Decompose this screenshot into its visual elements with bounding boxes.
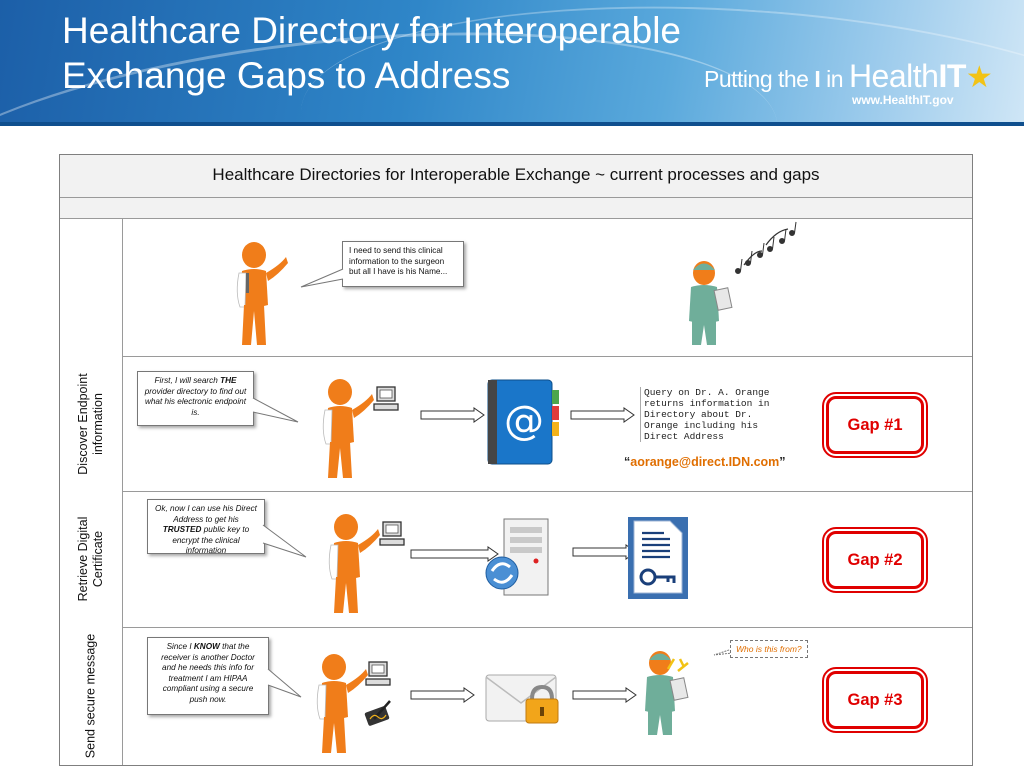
- direct-address: “aorange@direct.IDN.com”: [624, 455, 786, 469]
- person-icon: [316, 654, 368, 753]
- music-notes-icon: [735, 221, 797, 274]
- speech-bubble: I need to send this clinical information…: [342, 241, 464, 287]
- person-icon: [236, 242, 288, 345]
- speech-bubble-question: Who is this from?: [730, 640, 808, 658]
- arrow-icon: [410, 687, 475, 703]
- gap-badge: Gap #3: [822, 667, 928, 733]
- gap-badge: Gap #2: [822, 527, 928, 593]
- lane-label: [60, 219, 123, 356]
- lane-intro: I need to send this clinical information…: [60, 219, 972, 357]
- logo-mid: in: [820, 66, 849, 92]
- lane-send-message: Send secure message Since I KNOW that th…: [60, 627, 972, 765]
- star-icon: ★: [965, 61, 993, 94]
- callout-tail: [267, 668, 302, 698]
- arrow-icon: [420, 407, 485, 423]
- banner-divider: [0, 122, 1024, 126]
- callout-tail: [252, 397, 299, 423]
- lane-discover-endpoint: Discover Endpoint information First, I w…: [60, 356, 972, 492]
- alert-icon: [666, 658, 689, 672]
- certificate-icon: [628, 517, 688, 599]
- lane-label: Send secure message: [60, 627, 123, 765]
- gap-badge: Gap #1: [822, 392, 928, 458]
- logo-it: IT: [938, 58, 966, 94]
- arrow-icon: [570, 407, 635, 423]
- svg-text:@: @: [504, 398, 544, 444]
- slide-title: Healthcare Directory for Interoperable E…: [62, 10, 682, 96]
- process-diagram: Healthcare Directories for Interoperable…: [59, 154, 973, 766]
- slide-banner: [0, 0, 1024, 126]
- server-icon: [485, 518, 549, 596]
- speech-bubble: Ok, now I can use his Direct Address to …: [147, 499, 265, 555]
- doctor-icon: [689, 261, 733, 345]
- signature-pad-icon: [364, 700, 391, 726]
- diagram-header: Healthcare Directories for Interoperable…: [60, 155, 972, 198]
- logo-prefix: Putting the: [704, 66, 815, 92]
- diagram-subheader: [60, 198, 972, 219]
- query-result-text: Query on Dr. A. Orange returns informati…: [640, 387, 792, 442]
- callout-tail: [262, 524, 307, 558]
- logo-health: Health: [848, 58, 939, 94]
- computer-icon: [365, 661, 391, 686]
- computer-icon: [373, 386, 399, 411]
- lane-label: Retrieve Digital Certificate: [60, 491, 123, 627]
- lane-label: Discover Endpoint information: [60, 356, 123, 491]
- logo-i: I: [814, 66, 821, 92]
- computer-icon: [379, 521, 405, 546]
- healthit-logo: Putting the I in HealthIT★: [704, 58, 993, 95]
- address-book-icon: @: [487, 379, 559, 465]
- doctor-icon: [645, 651, 689, 735]
- arrow-icon: [572, 687, 637, 703]
- arrow-icon: [410, 546, 499, 562]
- person-icon: [328, 514, 380, 613]
- callout-tail: [300, 268, 344, 288]
- person-icon: [322, 379, 374, 478]
- logo-url: www.HealthIT.gov: [852, 93, 954, 107]
- envelope-lock-icon: [485, 674, 559, 724]
- callout-tail: [713, 648, 733, 656]
- lane-retrieve-certificate: Retrieve Digital Certificate Ok, now I c…: [60, 491, 972, 628]
- speech-bubble: First, I will search THE provider direct…: [137, 371, 254, 426]
- speech-bubble: Since I KNOW that the receiver is anothe…: [147, 637, 269, 715]
